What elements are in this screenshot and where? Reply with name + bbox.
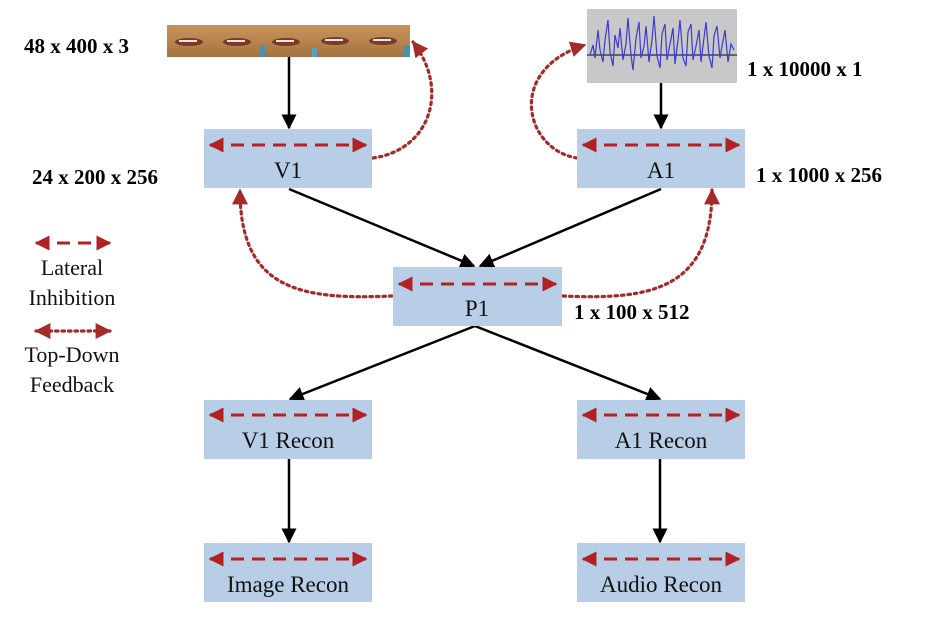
feedback-p1-to-a1 xyxy=(561,188,720,299)
node-a1-recon: A1 Recon xyxy=(577,400,745,459)
mouth-frame xyxy=(272,38,300,46)
node-v1-recon-label: V1 Recon xyxy=(242,428,335,453)
arrow-v1-to-p1 xyxy=(288,187,476,268)
video-input-image xyxy=(167,25,410,57)
mouth-frame xyxy=(369,37,410,57)
node-p1-label: P1 xyxy=(465,296,489,321)
node-a1: A1 xyxy=(577,129,745,188)
dim-v1: 24 x 200 x 256 xyxy=(32,165,158,189)
node-image-recon: Image Recon xyxy=(204,543,372,602)
node-v1: V1 xyxy=(204,129,372,188)
mouth-frame xyxy=(312,37,349,57)
node-v1-recon: V1 Recon xyxy=(204,400,372,459)
mouth-frame xyxy=(167,25,215,57)
arrow-a1-to-p1 xyxy=(478,187,662,268)
legend-lateral-line2: Inhibition xyxy=(29,285,116,310)
dim-video-input: 48 x 400 x 3 xyxy=(24,34,129,58)
node-audio-recon-label: Audio Recon xyxy=(600,572,723,597)
node-p1: P1 xyxy=(393,267,562,326)
feedback-a1-to-audio xyxy=(529,41,587,160)
mouth-frame xyxy=(223,38,266,57)
dim-p1: 1 x 100 x 512 xyxy=(574,300,690,324)
node-a1-label: A1 xyxy=(647,158,675,183)
arrow-p1-to-a1recon xyxy=(474,324,662,402)
dim-audio-input: 1 x 10000 x 1 xyxy=(747,57,863,81)
node-audio-recon: Audio Recon xyxy=(577,543,745,602)
legend-topdown-line1: Top-Down xyxy=(24,342,119,367)
dim-a1: 1 x 1000 x 256 xyxy=(756,163,882,187)
node-v1-label: V1 xyxy=(274,158,302,183)
feedback-p1-to-v1 xyxy=(232,188,394,299)
node-a1-recon-label: A1 Recon xyxy=(615,428,708,453)
feedback-v1-to-video xyxy=(371,40,434,160)
legend-topdown-line2: Feedback xyxy=(30,372,114,397)
legend: Lateral Inhibition Top-Down Feedback xyxy=(24,235,120,397)
legend-lateral-line1: Lateral xyxy=(41,255,103,280)
arrow-p1-to-v1recon xyxy=(288,324,476,402)
node-image-recon-label: Image Recon xyxy=(227,572,349,597)
audio-waveform-image xyxy=(587,9,737,83)
